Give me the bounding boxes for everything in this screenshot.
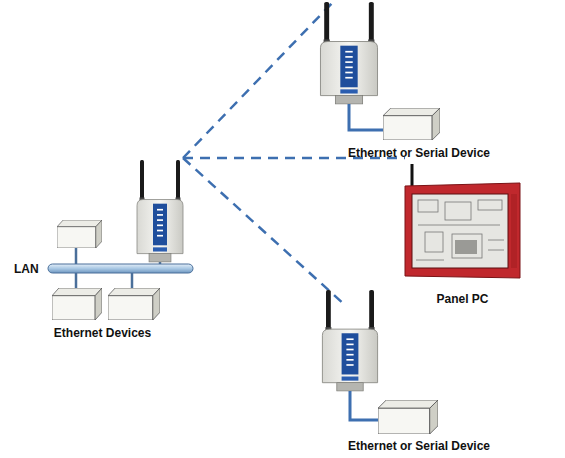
wireless-unit [322,290,377,391]
ethernet-device [57,220,102,248]
panel-pc-illustration [405,164,520,278]
ethernet-device [108,288,160,320]
node-label: Ethernet or Serial Device [348,439,490,453]
node-label: Ethernet or Serial Device [348,146,490,160]
device-box: Ethernet or Serial Device [333,104,505,160]
panel-pc: Panel PC [395,160,530,306]
ethernet-device [52,288,102,320]
wireless-unit [137,160,183,262]
device-group: Ethernet Devices [40,286,165,340]
lan-bar [48,264,193,273]
node-label: Ethernet Devices [54,326,151,340]
device-box: Ethernet or Serial Device [333,398,505,453]
lan-bus: LAN [14,261,48,277]
node-label: Panel PC [436,292,488,306]
node-label: LAN [14,262,39,276]
serial-device [378,400,438,434]
serial-device [383,108,440,140]
wireless-unit [320,2,377,104]
